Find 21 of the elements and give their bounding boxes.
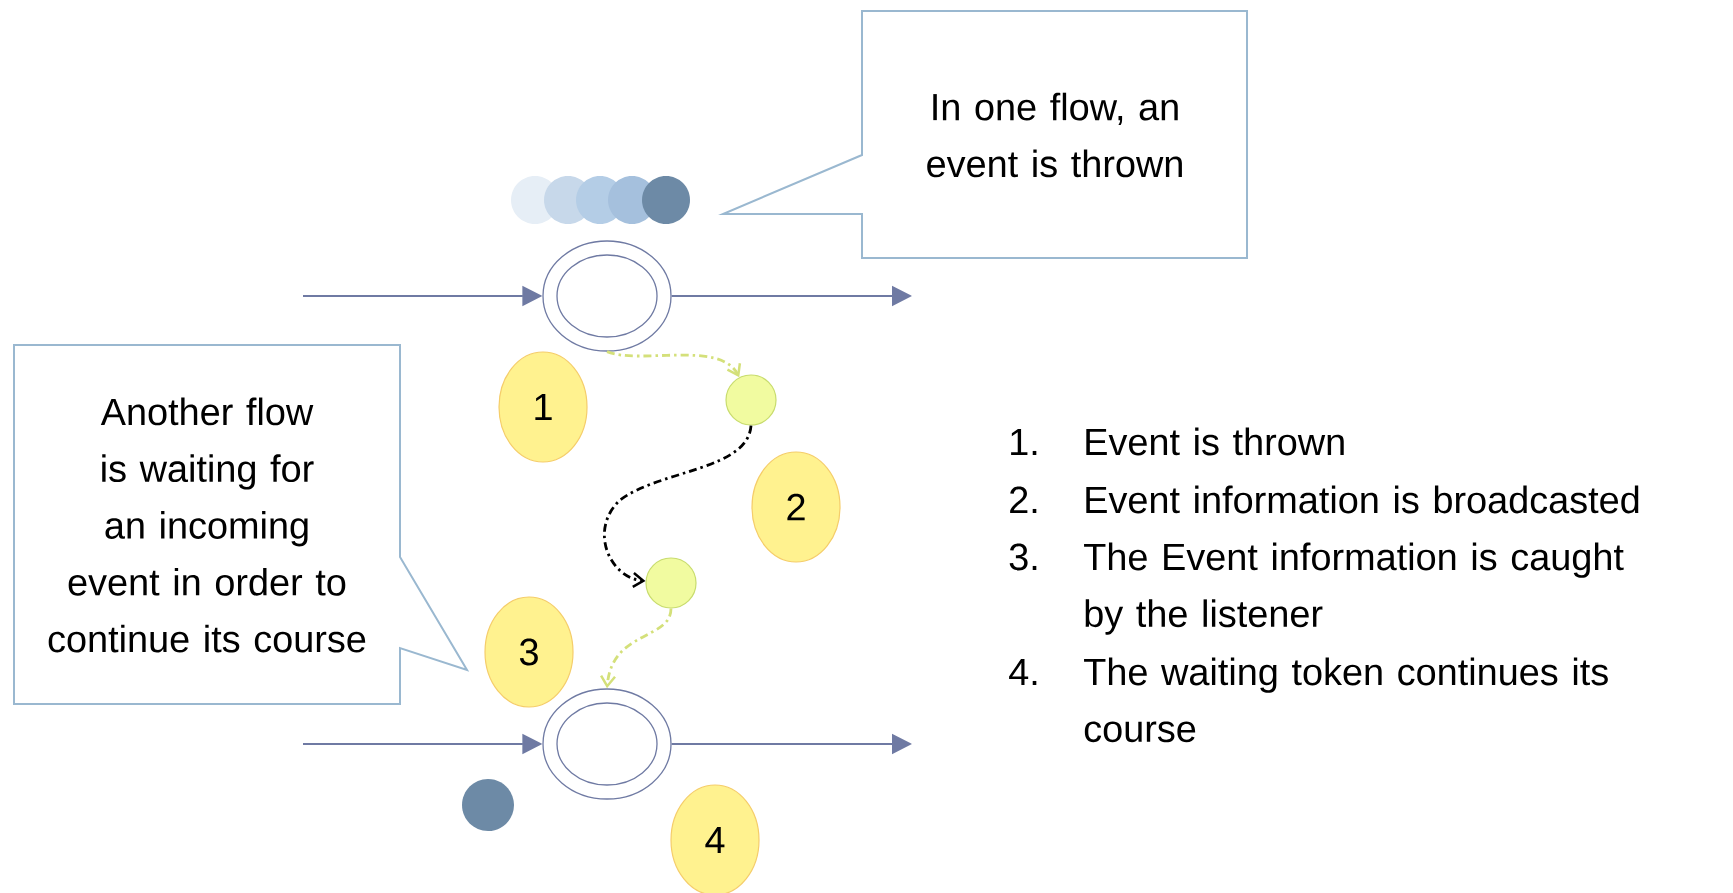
list-item: The Event information is caught by the listener <box>1084 542 1624 635</box>
event-circle <box>542 240 672 352</box>
number-oval: 2 <box>751 451 841 563</box>
arrow <box>600 608 673 689</box>
list-item: The waiting token continues its course <box>1084 657 1608 743</box>
number-oval: 1 <box>498 351 588 463</box>
event-circle <box>542 688 672 800</box>
number-oval: 3 <box>484 596 574 708</box>
number-oval: 4 <box>670 784 760 893</box>
callout: Another flow is waiting for an incoming event in order to continue its course <box>13 344 470 705</box>
small-circle <box>725 374 777 426</box>
small-circle <box>645 557 697 609</box>
list-number: 4. <box>1009 658 1037 685</box>
arrow <box>603 425 753 588</box>
list-number: 2. <box>1010 486 1037 513</box>
list-number: 3. <box>1009 543 1037 571</box>
list-number: 1. <box>1011 428 1037 455</box>
list-item: Event is thrown <box>1086 427 1344 456</box>
list-item: Event information is broadcasted <box>1086 485 1639 514</box>
callout: In one flow, an event is thrown <box>718 10 1248 259</box>
arrow <box>606 350 742 378</box>
